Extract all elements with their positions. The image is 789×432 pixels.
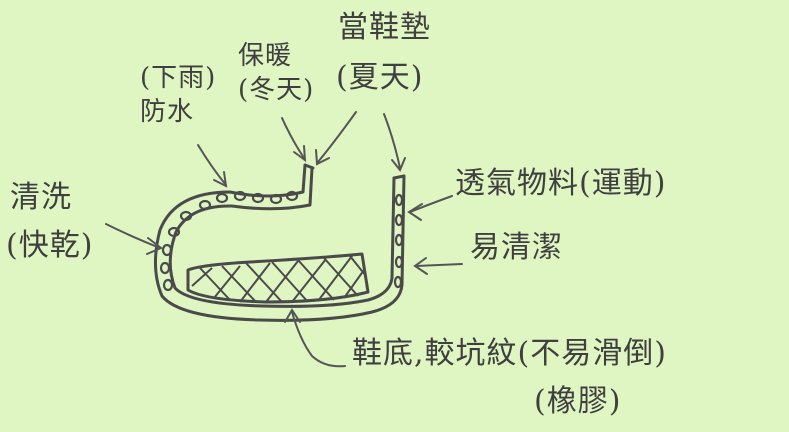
label-breathable: 透氣物料(運動) — [455, 166, 667, 201]
arrow-keep-warm — [281, 117, 307, 163]
label-wash: 清洗 — [10, 180, 72, 215]
shoe-outer-outline — [153, 163, 406, 322]
label-sole: 鞋底,較坑紋(不易滑倒) — [352, 336, 667, 371]
label-waterproof: 防水 — [140, 97, 195, 127]
label-winter: (冬天) — [238, 75, 315, 105]
breathable-layer — [393, 193, 404, 289]
label-quick-dry: (快乾) — [6, 228, 94, 263]
shoe-collar — [303, 163, 315, 170]
arrow-summer — [383, 113, 406, 172]
arrow-waterproof — [197, 144, 228, 188]
sole-hatch — [186, 252, 370, 304]
arrow-easy-clean — [413, 257, 463, 275]
arrow-insole — [315, 111, 357, 166]
shoe-inner-outline — [168, 166, 396, 308]
label-insole: 當鞋墊 — [338, 10, 431, 45]
waterproof-layer — [159, 190, 299, 292]
label-rain: (下雨) — [140, 63, 217, 93]
label-summer: (夏天) — [336, 60, 424, 95]
label-rubber: (橡膠) — [534, 384, 622, 419]
arrow-breathable — [407, 195, 453, 221]
label-easy-clean: 易清潔 — [470, 230, 563, 265]
arrow-wash — [105, 223, 163, 255]
label-keep-warm: 保暖 — [238, 41, 293, 71]
arrow-sole — [284, 308, 346, 368]
shoe-heel-top — [392, 174, 406, 180]
